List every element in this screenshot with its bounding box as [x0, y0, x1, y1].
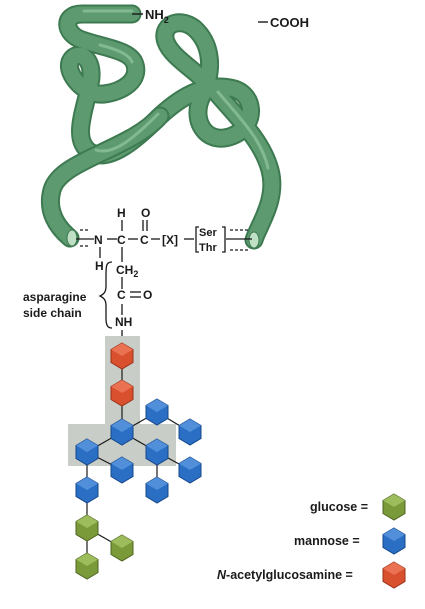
legend-mannose-swatch [382, 527, 406, 555]
ch2-group: CH2 [116, 263, 138, 279]
amide-c-atom: C [117, 288, 126, 302]
n-acetylglucosamine-residue [110, 342, 134, 370]
chain-tube-body [60, 6, 280, 248]
x-residue-label: [X] [162, 233, 178, 247]
backbone-n-atom: N [94, 233, 103, 247]
carbonyl-c-atom: C [140, 233, 149, 247]
glucose-residue [75, 514, 99, 542]
ser-thr-bracket [195, 226, 226, 253]
alpha-h-atom: H [117, 206, 126, 220]
legend-nag-swatch [382, 561, 406, 589]
mannose-residue [145, 438, 169, 466]
thr-label: Thr [199, 242, 217, 254]
amide-o-atom: O [143, 288, 152, 302]
legend-nag-label: N-acetylglucosamine = [217, 568, 353, 582]
mannose-residue [178, 456, 202, 484]
mannose-residue [110, 418, 134, 446]
legend-glucose-swatch [382, 493, 406, 521]
glucose-residue [110, 534, 134, 562]
chain-tube-highlight [82, 9, 270, 170]
polypeptide-chain [41, 4, 282, 250]
side-chain-label-line1: asparagine [23, 290, 87, 304]
chain-end-left [66, 229, 78, 247]
alpha-c-atom: C [117, 233, 126, 247]
n-terminus-label: NH2 [145, 7, 169, 25]
legend-glucose-label: glucose = [310, 500, 368, 514]
mannose-residue [145, 476, 169, 504]
chain-end-right [248, 231, 260, 249]
ser-label: Ser [199, 227, 217, 239]
c-terminus-label: COOH [270, 15, 309, 30]
mannose-residue [75, 476, 99, 504]
carbonyl-o-atom: O [141, 206, 150, 220]
side-chain-brace [98, 261, 113, 329]
glucose-residue [75, 552, 99, 580]
amide-h-atom: H [95, 259, 104, 273]
side-chain-label-line2: side chain [23, 306, 82, 320]
mannose-residue [110, 456, 134, 484]
legend: glucose = mannose = N-acetylglucosamine … [217, 493, 406, 589]
mannose-residue [75, 438, 99, 466]
mannose-residue [145, 398, 169, 426]
mannose-residue [178, 418, 202, 446]
n-acetylglucosamine-residue [110, 379, 134, 407]
legend-mannose-label: mannose = [294, 534, 360, 548]
nh-group: NH [115, 315, 132, 329]
